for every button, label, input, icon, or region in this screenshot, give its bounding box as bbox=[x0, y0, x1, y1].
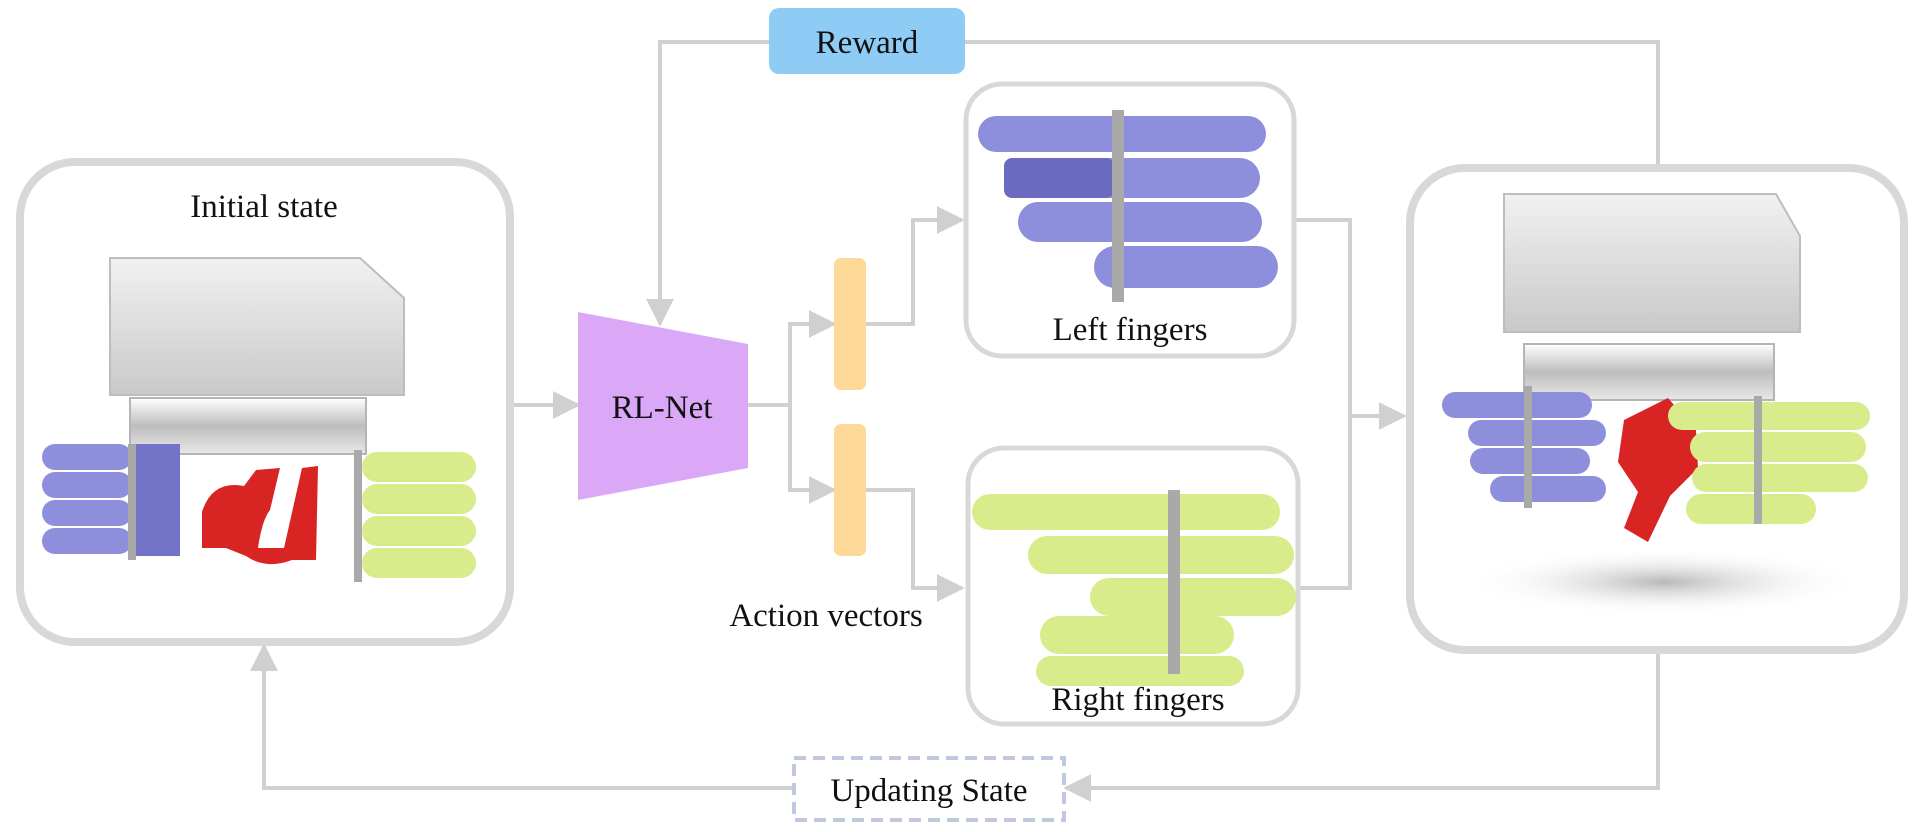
output-to-updating-arrow bbox=[1063, 650, 1660, 802]
result-gripper-housing bbox=[1503, 193, 1801, 401]
right-fingers-panel: Right fingers bbox=[965, 445, 1301, 727]
reward-box: Reward bbox=[769, 8, 965, 74]
rl-net-block: RL-Net bbox=[578, 312, 748, 500]
right-fingers-plate bbox=[1168, 490, 1180, 674]
initial-state-label: Initial state bbox=[190, 189, 338, 225]
action-to-right-fingers-arrow bbox=[866, 488, 965, 602]
result-left-fingers bbox=[1442, 392, 1606, 502]
rlnet-to-action-top-arrow bbox=[788, 310, 837, 405]
right-fingers-render bbox=[972, 494, 1296, 686]
action-vectors: Action vectors bbox=[729, 258, 923, 634]
left-fingers-panel: Left fingers bbox=[963, 81, 1297, 359]
action-vector-right bbox=[834, 424, 866, 556]
result-shadow bbox=[1464, 548, 1864, 616]
left-fingers-plate bbox=[1112, 110, 1124, 302]
rl-net-label: RL-Net bbox=[612, 390, 713, 426]
rlnet-to-action-bottom-arrow bbox=[788, 405, 837, 504]
updating-to-initial-arrow bbox=[250, 643, 792, 790]
action-vector-left bbox=[834, 258, 866, 390]
updating-state-label: Updating State bbox=[830, 773, 1027, 809]
action-vectors-label: Action vectors bbox=[729, 598, 922, 634]
right-fingers-label: Right fingers bbox=[1051, 682, 1224, 718]
object-shape bbox=[202, 466, 318, 565]
result-object bbox=[1618, 398, 1698, 542]
left-finger-stack bbox=[42, 444, 180, 556]
result-right-fingers bbox=[1668, 402, 1870, 524]
reward-to-rlnet-arrow bbox=[646, 40, 1660, 327]
result-right-plate bbox=[1754, 396, 1762, 524]
right-finger-stack bbox=[362, 452, 476, 578]
initial-state-panel: Initial state bbox=[16, 158, 514, 646]
right-finger-plate bbox=[354, 450, 362, 582]
action-to-left-fingers-arrow bbox=[866, 206, 965, 326]
left-fingers-label: Left fingers bbox=[1053, 312, 1208, 348]
left-fingers-merge-line bbox=[1296, 218, 1352, 590]
result-left-plate bbox=[1524, 386, 1532, 508]
left-fingers-render bbox=[978, 116, 1278, 288]
updating-state-box: Updating State bbox=[792, 756, 1066, 822]
result-state-panel bbox=[1406, 164, 1908, 654]
reward-label: Reward bbox=[816, 25, 919, 61]
gripper-housing bbox=[109, 257, 405, 455]
connectors bbox=[250, 40, 1660, 802]
left-finger-plate bbox=[128, 444, 136, 560]
